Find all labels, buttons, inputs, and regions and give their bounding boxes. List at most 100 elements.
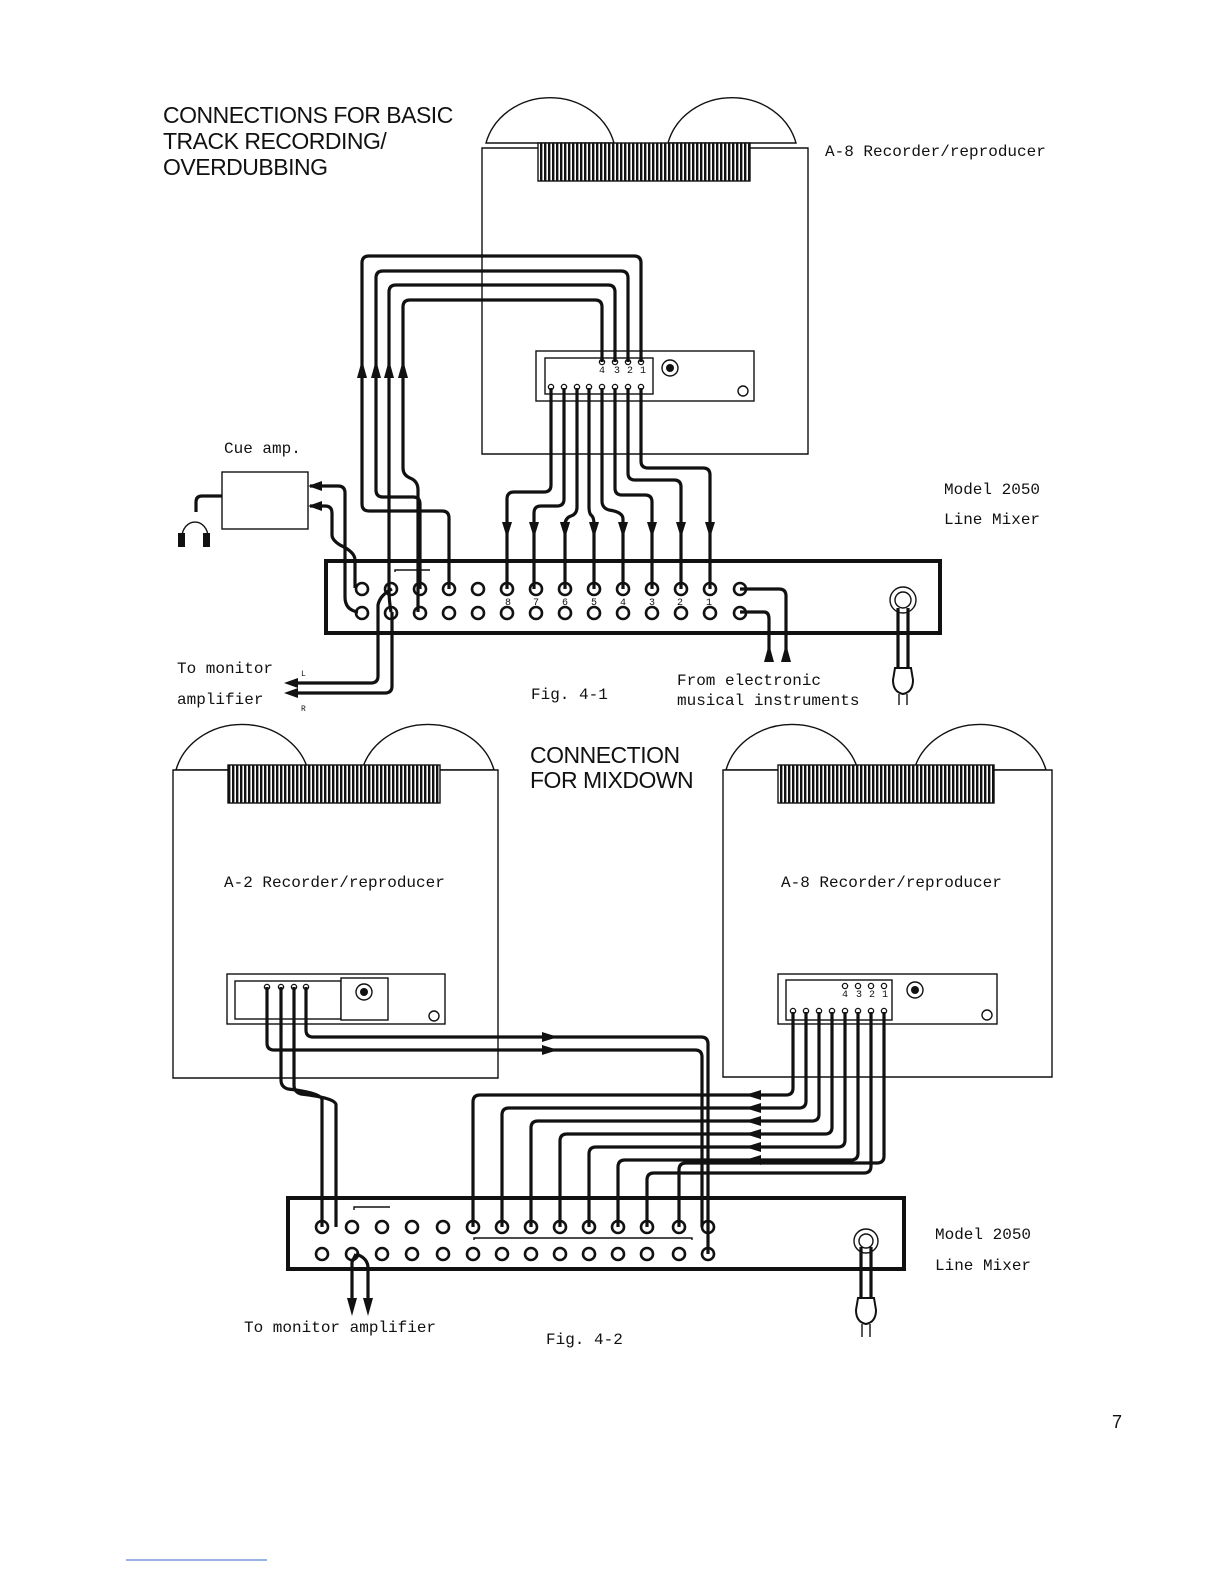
signal-arrow-up-4 (398, 360, 408, 378)
cable-mix-to-a2-1 (265, 987, 704, 1227)
fig2-mixer-bottom-jack-4 (404, 1246, 420, 1262)
mixer-channel-number-5: 5 (591, 598, 597, 609)
signal-arrow-up-1 (357, 360, 367, 378)
cue-amp-label: Cue amp. (224, 440, 301, 458)
fig1-down-arrow-6 (647, 522, 657, 538)
rear-panel-screw-icon (428, 1010, 440, 1022)
fig2-mixer-jack-rows (314, 1219, 716, 1262)
cable-line-8 (505, 388, 553, 589)
cable-a8-5 (587, 1012, 847, 1227)
fig2-caption: Fig. 4-2 (546, 1331, 623, 1349)
cable-a2-r (292, 987, 338, 1227)
fig2-mixer-top-jack-5 (435, 1219, 451, 1235)
reel-left-icon (725, 723, 859, 771)
fig1-mixer-bottom-jack-11 (644, 605, 660, 621)
fig2-monitor-label: To monitor amplifier (244, 1319, 436, 1337)
reel-left-icon (175, 723, 309, 771)
a8-recorder-fig2: 4 3 2 1 (722, 723, 1053, 1078)
cable-monitor-l (296, 587, 393, 685)
recorder-body (722, 769, 1053, 1078)
fig1-heading-line1: CONNECTIONS FOR BASIC (163, 102, 453, 128)
cable-repro-1 (360, 254, 643, 589)
fig1-monitor-label-line2: amplifier (177, 691, 263, 709)
fig1-down-arrow-7 (676, 522, 686, 538)
instruments-label-line1: From electronic (677, 672, 821, 690)
fig2-mixer-label-line2: Line Mixer (935, 1257, 1031, 1275)
cable-a8-6 (616, 1012, 860, 1227)
monitor-channel-l: L (301, 670, 306, 679)
monitor-bottom-arrow-1 (347, 1298, 357, 1316)
rear-panel-power-jack-center (360, 988, 368, 996)
cable-a8-4 (558, 1012, 834, 1227)
fig1-mixer-bottom-jack-5 (470, 605, 486, 621)
cable-instrument-1 (740, 587, 788, 660)
fig1-mixer-jack-rows (354, 581, 748, 621)
fig2-channel-arrow-5 (745, 1142, 761, 1152)
fig2-channel-arrow-6 (745, 1155, 761, 1165)
a8-jack-number-2: 2 (869, 990, 875, 1001)
fig2-power-plug-icon (854, 1297, 878, 1326)
fig1-mixer-label-line2: Line Mixer (944, 511, 1040, 529)
cable-line-7 (532, 388, 566, 589)
headphones-icon (178, 494, 222, 547)
cable-a8-7 (645, 1012, 873, 1227)
signal-arrow-up-3 (384, 360, 394, 378)
fig1-mixer-top-jack-1 (354, 581, 370, 597)
signal-arrow-up-2 (371, 360, 381, 378)
reel-left-icon (485, 96, 615, 144)
fig2-mixer-bottom-jack-5 (435, 1246, 451, 1262)
fig2-mixer-top-jack-2 (344, 1219, 360, 1235)
fig2-a2-recorder-label: A-2 Recorder/reproducer (224, 874, 445, 892)
fig2-mixer-bottom-jack-7 (494, 1246, 510, 1262)
cable-repro-3 (387, 283, 617, 613)
fig2-channel-arrow-4 (745, 1129, 761, 1139)
fig1-heading-line3: OVERDUBBING (163, 154, 327, 180)
fig2-mixer-bottom-jack-13 (671, 1246, 687, 1262)
fig2-mixer-panel-mark (353, 1206, 390, 1210)
fig2-heading-line1: CONNECTION (530, 742, 680, 768)
fig1-mixer-chassis (324, 559, 942, 635)
fig2-channel-arrow-3 (745, 1116, 761, 1126)
rear-panel-screw-icon (737, 385, 749, 397)
head-assembly-grille (537, 142, 751, 182)
fig1-mixer-bottom-jack-6 (499, 605, 515, 621)
fig2-mixer-group-bracket (473, 1237, 693, 1240)
fig2-mixer-bottom-jack-10 (581, 1246, 597, 1262)
a8-jack-number-1: 1 (882, 990, 888, 1001)
fig1-mixer-bottom-jack-3 (412, 605, 428, 621)
fig1-down-arrow-8 (705, 522, 715, 538)
cable-a8-8 (677, 1012, 886, 1227)
fig2-mixer-label-line1: Model 2050 (935, 1226, 1031, 1244)
fig2-mixer-chassis (286, 1196, 906, 1271)
fig1-heading-line2: TRACK RECORDING/ (163, 128, 387, 154)
fig1-mixer-label-line1: Model 2050 (944, 481, 1040, 499)
mixer-channel-number-1: 1 (706, 598, 712, 609)
cable-line-1 (639, 388, 712, 589)
cable-a8-2 (500, 1012, 808, 1227)
cable-monitor-bottom-1 (350, 1253, 358, 1300)
instrument-arrow-2 (764, 644, 774, 662)
fig-4-1: CONNECTIONS FOR BASIC TRACK RECORDING/ O… (163, 96, 1046, 714)
fig1-caption: Fig. 4-1 (531, 686, 608, 704)
a2-recorder-fig2 (172, 723, 499, 1079)
reel-right-icon (361, 723, 495, 771)
fig2-channel-arrows (745, 1090, 761, 1165)
fig1-power-plug-icon (891, 667, 915, 696)
monitor-channel-r: R (301, 705, 306, 714)
fig1-down-arrow-2 (529, 522, 539, 538)
fig1-mixer-bottom-jack-13 (702, 605, 718, 621)
fig1-mixer-bottom-jack-9 (586, 605, 602, 621)
cue-arrow-2 (308, 501, 322, 511)
fig1-down-arrow-extra (560, 522, 570, 538)
cable-monitor-r (296, 612, 394, 695)
fig1-mixer-bottom-jack-12 (673, 605, 689, 621)
fig2-mixer-top-jack-4 (404, 1219, 420, 1235)
fig2-mixer-bottom-jack-11 (610, 1246, 626, 1262)
rear-jack-number-4: 4 (599, 366, 605, 377)
fig2-channel-arrow-2 (745, 1103, 761, 1113)
a8-rear-repro-jack-1 (841, 982, 849, 990)
cable-mix-to-a2-2 (304, 987, 710, 1254)
monitor-bottom-arrow-2 (363, 1298, 373, 1316)
head-assembly-grille (777, 764, 995, 804)
a8-jack-number-3: 3 (856, 990, 862, 1001)
